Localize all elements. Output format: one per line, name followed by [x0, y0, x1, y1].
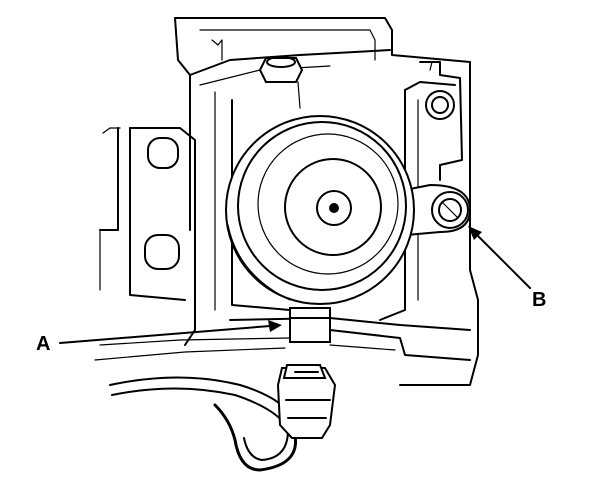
horn-center-cap	[316, 190, 352, 226]
label-a: A	[36, 333, 50, 355]
harness-connector-plug	[276, 364, 337, 439]
leader-b	[468, 226, 531, 289]
horn-face	[237, 121, 407, 291]
upper-right-bolt	[425, 90, 455, 120]
label-b: B	[532, 289, 546, 311]
panel-hole-upper	[147, 137, 179, 169]
panel-hole-lower	[144, 234, 180, 270]
horn-outer-rim	[225, 115, 415, 305]
horn	[225, 115, 415, 305]
wire-harness	[109, 376, 301, 472]
leader-a	[59, 320, 282, 344]
panel-holes	[144, 137, 180, 270]
top-bolt	[258, 56, 304, 109]
horn-connector-socket	[289, 307, 331, 343]
mounting-bolt-b	[431, 191, 469, 229]
horn-diaphragm	[284, 158, 382, 256]
